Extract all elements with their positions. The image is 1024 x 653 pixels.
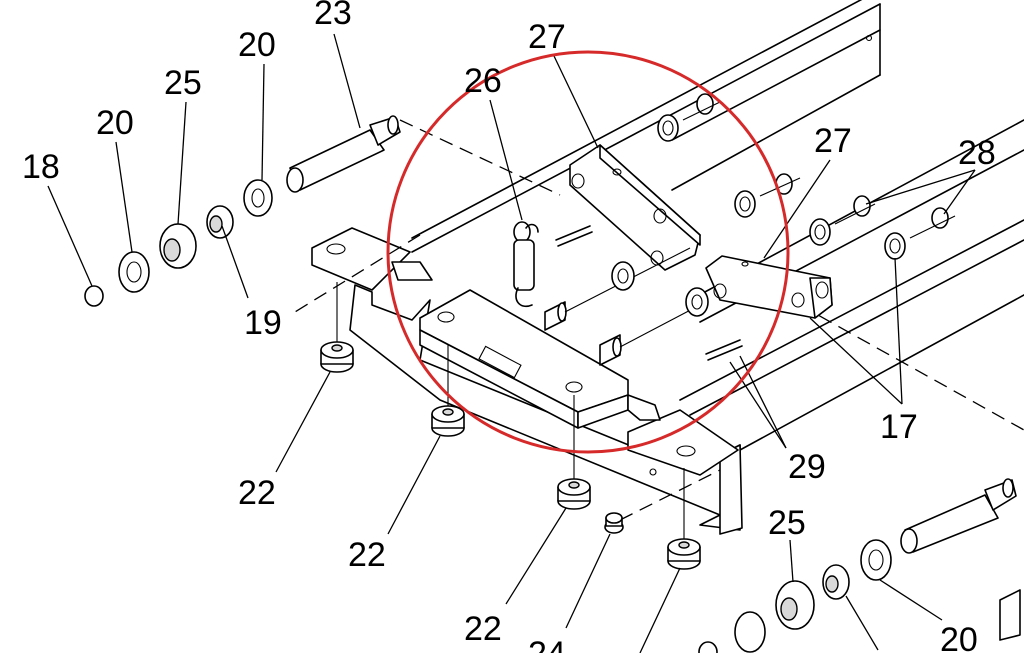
right-lower-hardware — [698, 539, 1021, 653]
washer-20-right — [860, 539, 892, 581]
main-frame — [311, 0, 1024, 535]
callout-22: 22 — [348, 536, 386, 574]
callout-23: 23 — [314, 0, 352, 32]
spring-26 — [513, 221, 539, 307]
callout-29: 29 — [788, 448, 826, 486]
bracket-27-right — [705, 255, 833, 319]
callout-28: 28 — [958, 134, 996, 172]
callout-27: 27 — [528, 18, 566, 56]
feet-22 — [320, 341, 701, 570]
screw-24 — [604, 512, 624, 534]
pins-29 — [555, 225, 743, 361]
ring-18 — [84, 285, 104, 307]
callout-17: 17 — [880, 408, 918, 446]
foot-1 — [320, 341, 354, 373]
center-block — [419, 289, 661, 429]
foot-axis-lines — [336, 282, 685, 539]
callout-22: 22 — [238, 474, 276, 512]
callout-27: 27 — [814, 122, 852, 160]
foot-3 — [557, 478, 591, 510]
callout-18: 18 — [22, 148, 60, 186]
pin-23 — [286, 115, 401, 193]
callout-26: 26 — [464, 62, 502, 100]
foot-4 — [667, 538, 701, 570]
callout-19: 19 — [244, 304, 282, 342]
callout-labels: 18 20 25 20 23 26 27 27 28 19 17 29 22 2… — [22, 0, 996, 653]
left-hardware — [84, 179, 273, 307]
callout-25: 25 — [768, 504, 806, 542]
pin-23-lower — [900, 478, 1017, 554]
leader-lines — [47, 33, 976, 653]
callout-24: 24 — [528, 635, 566, 653]
foot-2 — [431, 405, 465, 437]
callout-20: 20 — [96, 104, 134, 142]
callout-20: 20 — [238, 26, 276, 64]
small-washers — [611, 93, 956, 317]
highlight-circle — [386, 50, 790, 454]
washer-20-top — [243, 179, 273, 217]
callout-20: 20 — [940, 621, 978, 653]
bracket-27-upper — [569, 144, 701, 271]
callout-25: 25 — [164, 64, 202, 102]
washer-20-left — [118, 251, 150, 293]
callout-22: 22 — [464, 610, 502, 648]
bracket-pins — [544, 247, 701, 366]
